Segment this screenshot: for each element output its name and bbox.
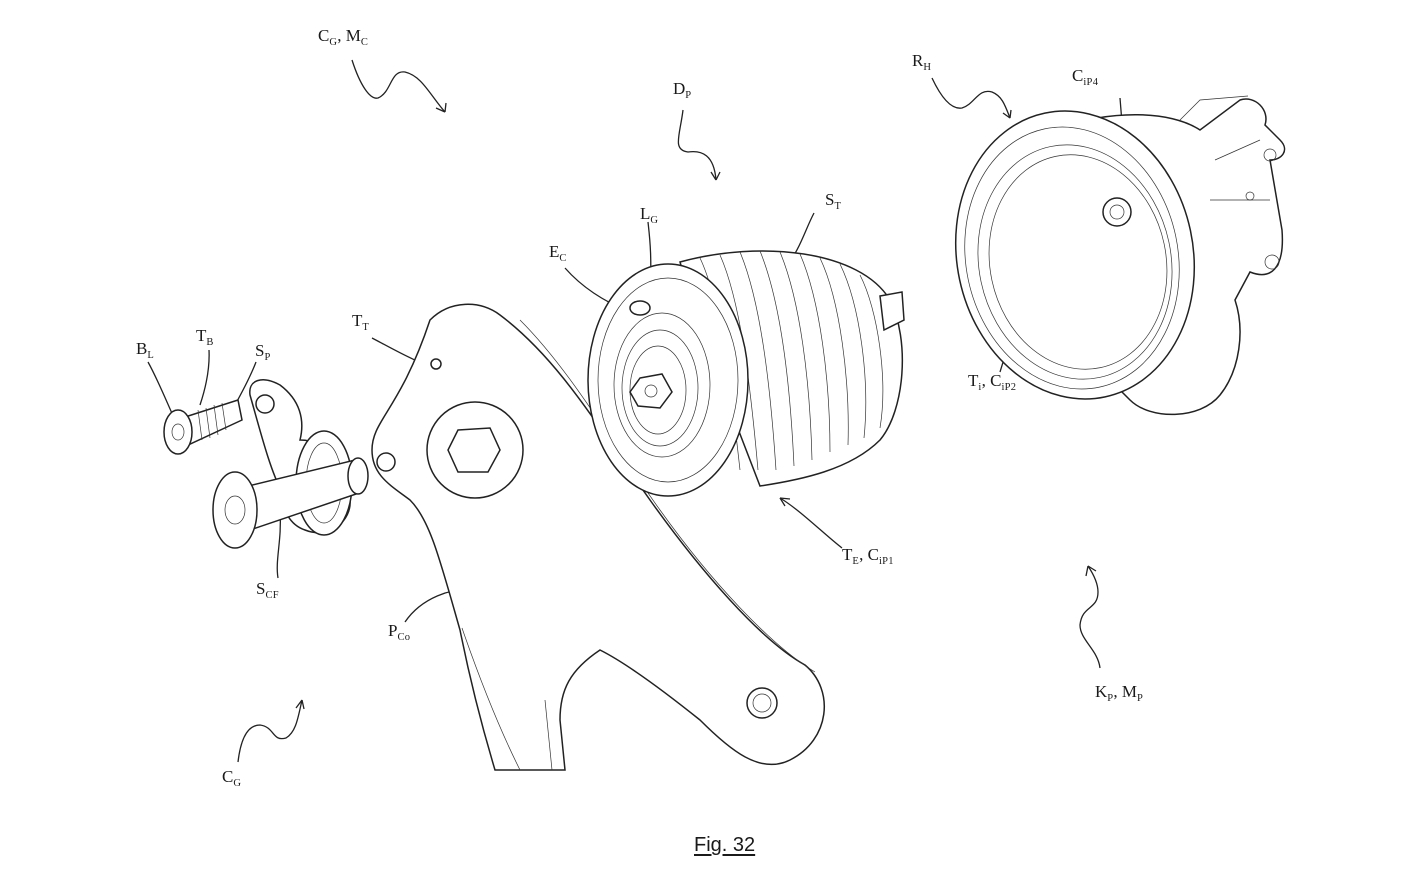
- label-pco: PCo: [388, 621, 411, 643]
- label-scf: SCF: [256, 579, 279, 601]
- label-bl: BL: [136, 339, 155, 361]
- label-cg-mc: CG, MC: [318, 26, 369, 48]
- label-lg: LG: [640, 204, 659, 226]
- label-tt: TT: [352, 311, 370, 333]
- pivot-arm-plate: [371, 303, 826, 771]
- label-ec: EC: [549, 242, 567, 264]
- housing: [954, 95, 1286, 416]
- label-rh: RH: [912, 51, 932, 73]
- label-cg: CG: [222, 767, 242, 789]
- label-sp: SP: [255, 341, 271, 363]
- figure-caption: Fig. 32: [694, 834, 756, 856]
- label-dp: DP: [673, 79, 692, 101]
- label-st: ST: [825, 190, 842, 212]
- label-tb: TB: [196, 326, 214, 348]
- bracket-assembly: [163, 379, 369, 549]
- label-cip4: CiP4: [1072, 66, 1099, 88]
- label-kp-mp: KP, MP: [1095, 682, 1144, 704]
- label-te-cip1: TE, CiP1: [842, 545, 894, 567]
- spring-drum: [587, 250, 905, 497]
- label-ti-cip2: Ti, CiP2: [968, 371, 1017, 393]
